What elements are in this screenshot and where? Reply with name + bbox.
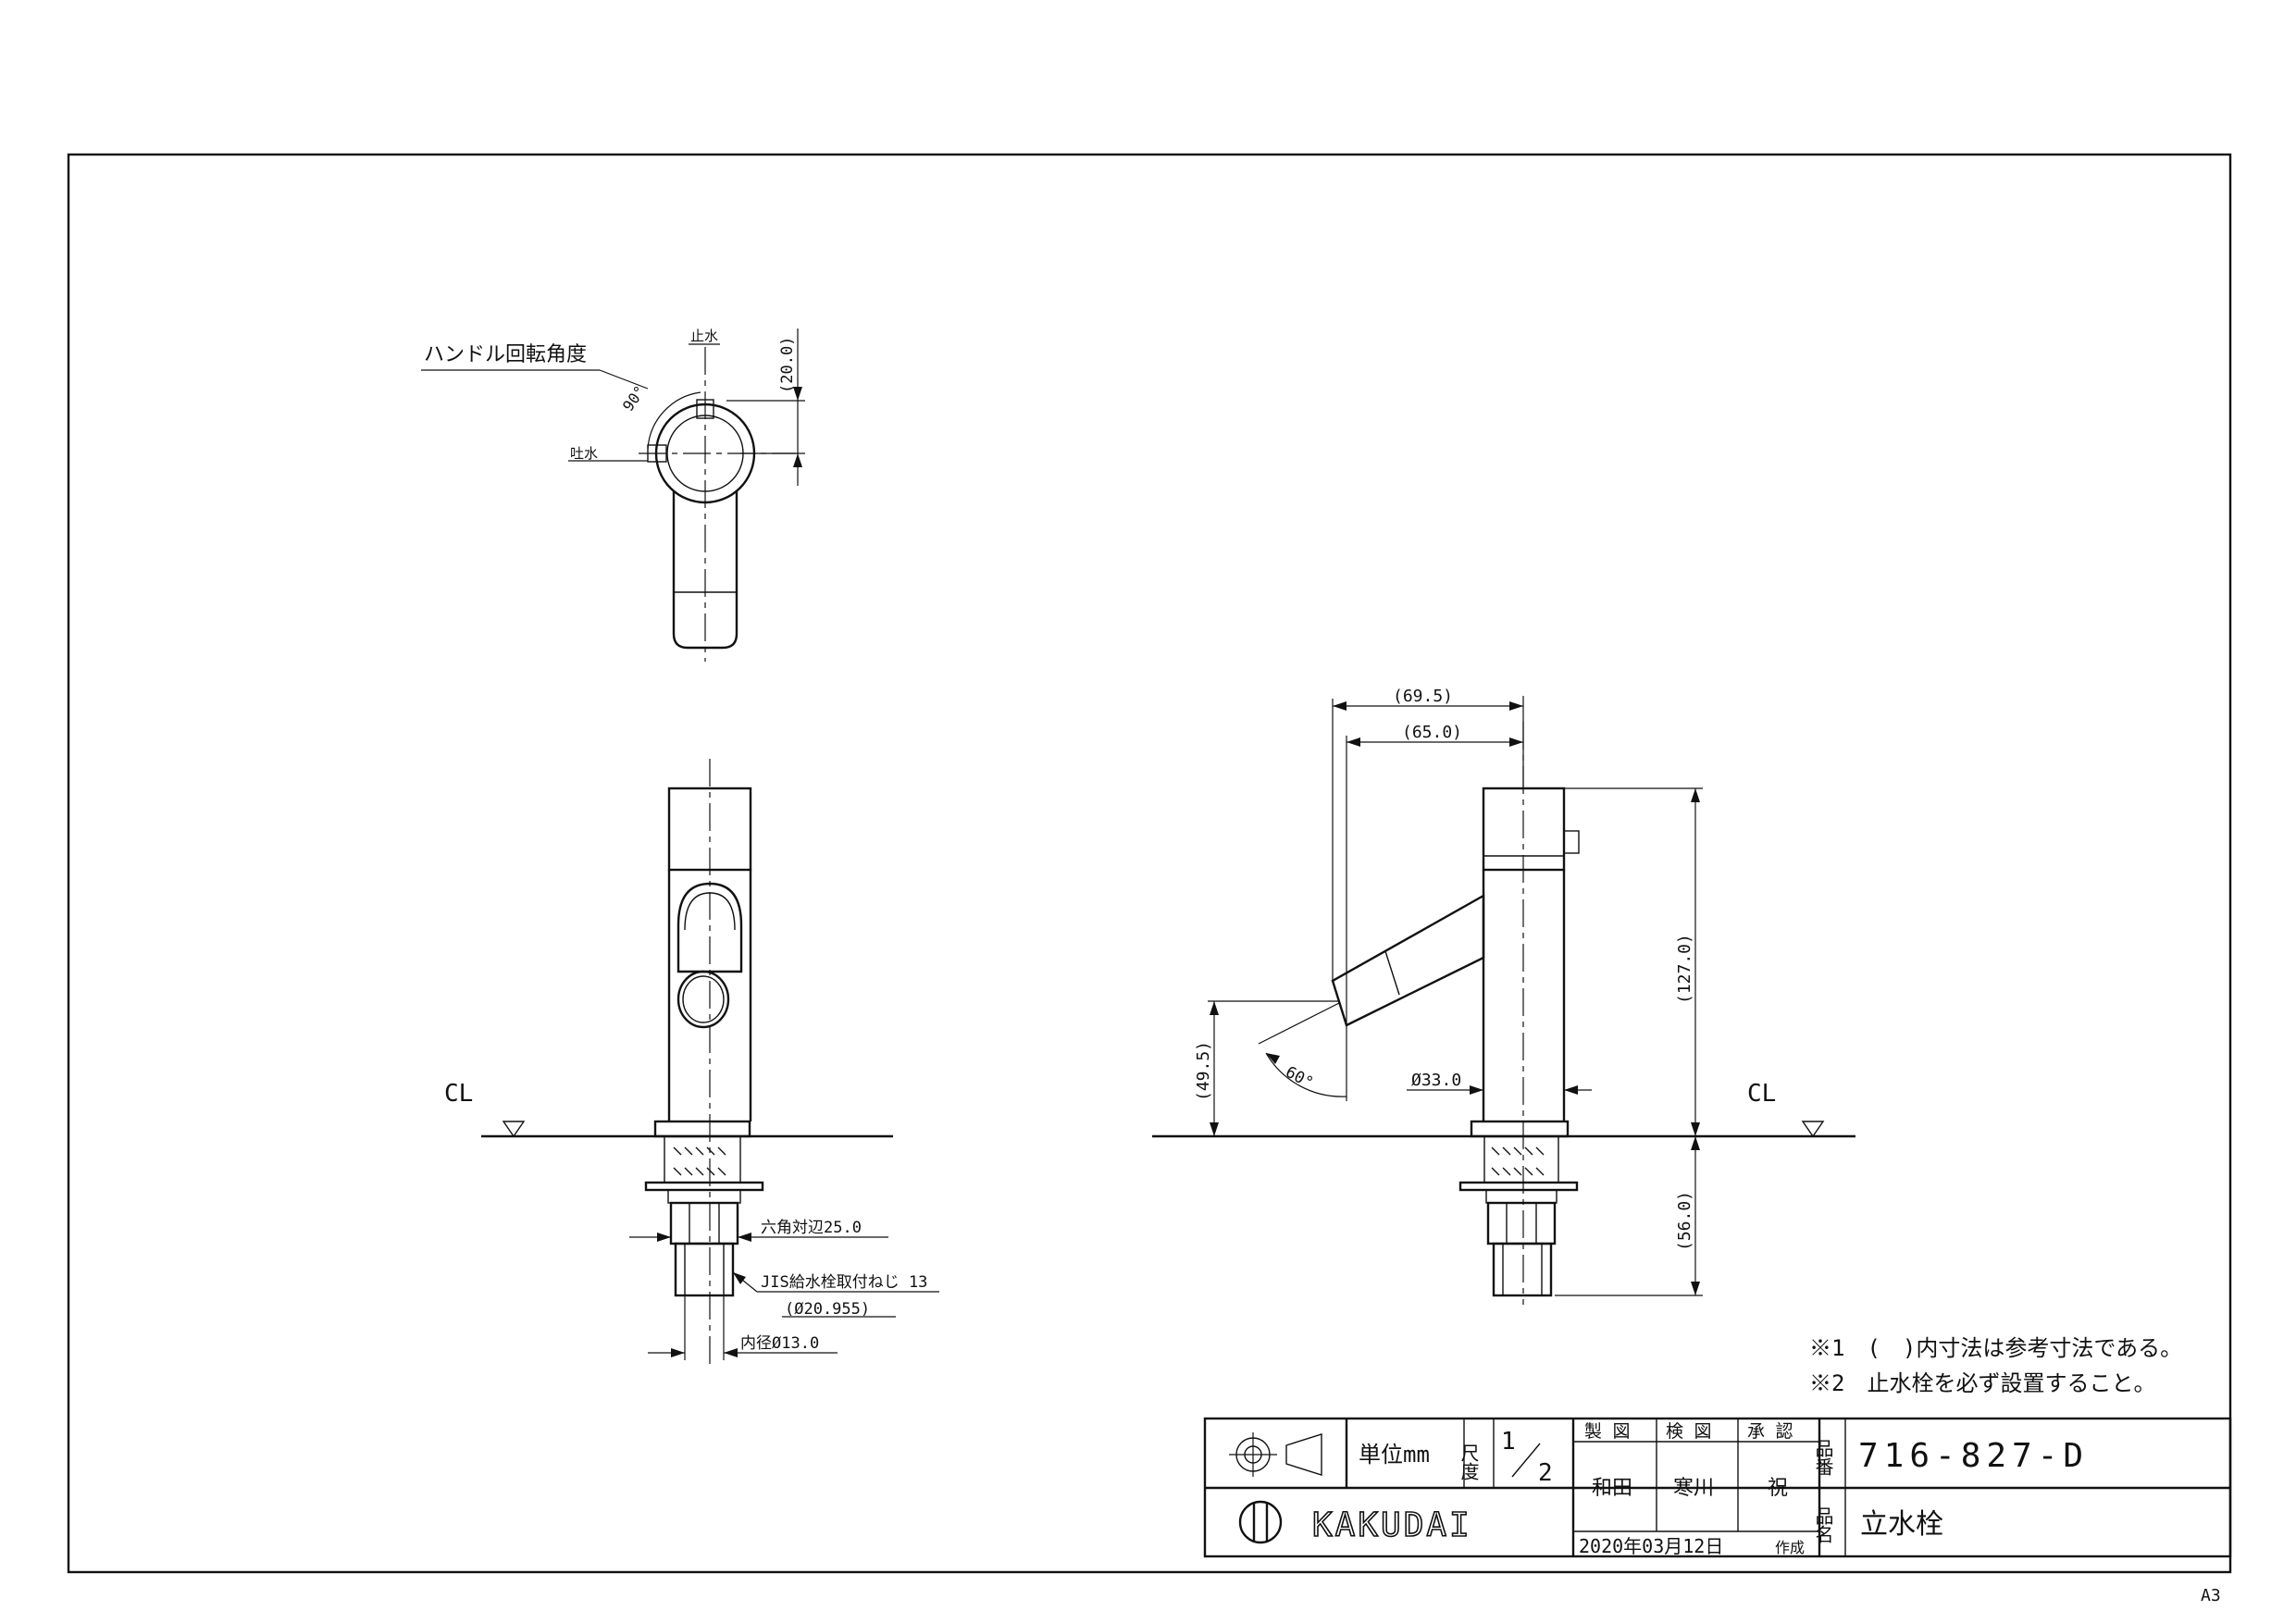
handle-rotation-view: ハンドル回転角度 90° 止水 吐水 (20.0) — [421, 328, 805, 662]
approve-header: 承 認 — [1747, 1421, 1793, 1442]
dim-49-5-label: (49.5) — [1194, 1041, 1213, 1101]
note-2: ※2 止水栓を必ず設置すること。 — [1809, 1370, 2155, 1396]
unit-label: 単位mm — [1359, 1442, 1430, 1468]
kakudai-logo — [1238, 1500, 1283, 1544]
dim-69-5-label: (69.5) — [1393, 687, 1453, 706]
sheet-border — [67, 153, 2232, 1574]
dim-127-label: (127.0) — [1675, 934, 1694, 1004]
front-base-nut — [653, 1120, 751, 1138]
part-no: 716-827-D — [1858, 1437, 2089, 1475]
scale-denominator: 2 — [1538, 1459, 1553, 1487]
dim-20-label: (20.0) — [778, 337, 797, 393]
side-threaded-shank — [1492, 1242, 1553, 1297]
brand-name: KAKUDAI — [1312, 1506, 1472, 1544]
front-washer — [644, 1181, 764, 1192]
side-angle-label: 60° — [1283, 1063, 1317, 1093]
front-spout — [676, 882, 743, 973]
side-base-nut — [1470, 1120, 1570, 1138]
side-cl-label: CL — [1747, 1080, 1776, 1108]
dim-65-0-label: (65.0) — [1402, 723, 1462, 742]
dim-56-label: (56.0) — [1675, 1191, 1694, 1251]
made-header: 製 図 — [1584, 1421, 1630, 1442]
dia-33-label: Ø33.0 — [1411, 1071, 1461, 1090]
check-name: 寒川 — [1673, 1477, 1714, 1500]
side-angle-arc — [1265, 1052, 1347, 1097]
scale-label: 尺度 — [1458, 1443, 1480, 1481]
note-1: ※1 ( )内寸法は参考寸法である。 — [1809, 1335, 2182, 1361]
front-cl-marker — [502, 1121, 526, 1138]
front-cl-label: CL — [444, 1080, 473, 1108]
side-hex-nut — [1486, 1201, 1557, 1245]
side-angled-spout — [1331, 893, 1485, 1027]
front-view: CL 六角対辺25.0 — [444, 759, 939, 1369]
handle-angle-title: ハンドル回転角度 — [424, 343, 587, 366]
approve-name: 祝 — [1768, 1477, 1788, 1500]
side-view: CL (69.5) — [1152, 687, 1855, 1305]
part-no-label: 品番 — [1812, 1439, 1834, 1476]
created-label: 作成 — [1775, 1539, 1805, 1556]
side-cl-marker — [1801, 1121, 1825, 1138]
check-header: 検 図 — [1666, 1421, 1711, 1442]
front-spout-nozzle — [676, 970, 730, 1029]
part-name: 立水栓 — [1860, 1508, 1943, 1541]
projection-symbol — [1229, 1432, 1322, 1477]
title-block: 単位mm 尺度 1 2 製 図 検 図 承 認 和田 寒川 祝 品番 716-8… — [1203, 1417, 2232, 1558]
side-handle-nub — [1563, 830, 1580, 854]
front-threaded-shank — [674, 1242, 735, 1297]
spout-label: 吐水 — [570, 445, 598, 462]
stop-label: 止水 — [690, 328, 718, 344]
made-name: 和田 — [1592, 1477, 1632, 1500]
hex-dim-label: 六角対辺25.0 — [761, 1219, 862, 1237]
thread-label: JIS給水栓取付ねじ 13 — [761, 1273, 927, 1292]
thread-dia-label: (Ø20.955) — [785, 1300, 870, 1319]
front-top-cap — [667, 787, 752, 872]
created-date: 2020年03月12日 — [1579, 1535, 1723, 1557]
side-washer — [1458, 1181, 1579, 1192]
part-name-label: 品名 — [1812, 1506, 1834, 1543]
angle-arc — [647, 391, 701, 450]
front-hex-nut — [669, 1201, 739, 1245]
inner-dia-label: 内径Ø13.0 — [740, 1334, 819, 1353]
sheet-size: A3 — [2201, 1586, 2221, 1605]
scale-numerator: 1 — [1501, 1428, 1516, 1456]
